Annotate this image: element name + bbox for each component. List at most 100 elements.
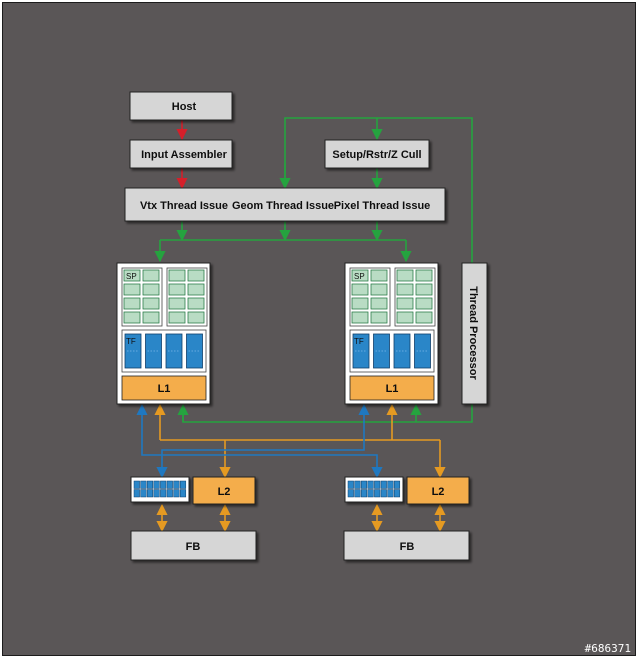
l2-box-right: L2 xyxy=(406,476,470,505)
texture-cache-cell xyxy=(360,489,368,498)
texture-cache-cell xyxy=(166,480,173,489)
texture-cache-cell xyxy=(374,480,381,489)
texture-cache-cell xyxy=(387,480,394,489)
texture-cache-cell xyxy=(133,489,140,498)
texture-cache-cell xyxy=(347,480,354,489)
sp-cell xyxy=(142,269,160,282)
tf-group-right xyxy=(349,329,435,373)
texture-cache-cell xyxy=(380,480,387,489)
sp-cell xyxy=(168,269,186,282)
texture-cache-cell xyxy=(380,489,387,498)
texture-caches xyxy=(130,476,404,503)
sp-cell xyxy=(351,283,369,296)
sp-label: SP xyxy=(354,272,365,281)
sp-cell xyxy=(187,283,205,296)
texture-cache-cell xyxy=(160,480,167,489)
thread-issue-box: Vtx Thread Issue Geom Thread Issue Pixel… xyxy=(124,187,446,222)
sp-cell xyxy=(168,311,186,324)
tf-label: TF xyxy=(126,337,136,346)
host-box: Host xyxy=(129,91,233,121)
thread-processor-box: Thread Processor xyxy=(461,262,488,405)
texture-cache-cell xyxy=(140,480,147,489)
fb-box-left: FB xyxy=(130,530,257,561)
pixel-thread-issue-label: Pixel Thread Issue xyxy=(334,200,431,212)
sp-cell xyxy=(415,283,433,296)
cluster-left: SP TF L1 xyxy=(116,262,211,405)
sp-group-right-a xyxy=(349,267,391,327)
texture-cache-cell xyxy=(354,489,361,498)
sp-cell xyxy=(168,297,186,310)
sp-cell xyxy=(351,311,369,324)
texture-cache-cell xyxy=(347,489,354,498)
texture-cache-cell xyxy=(179,480,187,489)
sp-group-left-b xyxy=(166,267,208,327)
texture-cache-cell xyxy=(367,489,374,498)
sp-cell xyxy=(123,311,141,324)
sp-cell xyxy=(142,297,160,310)
sp-cell xyxy=(168,283,186,296)
texture-cache-cell xyxy=(153,489,160,498)
sp-label: SP xyxy=(126,272,137,281)
texture-cache-cell xyxy=(153,480,160,489)
setup-label: Setup/Rstr/Z Cull xyxy=(332,149,421,161)
sp-cell xyxy=(187,297,205,310)
texture-cache-cell xyxy=(166,489,173,498)
sp-cell xyxy=(396,311,414,324)
sp-cell xyxy=(351,269,369,282)
blue-line-right xyxy=(161,407,365,477)
texture-cache-cell xyxy=(146,489,154,498)
texture-cache-left xyxy=(130,476,190,503)
texture-cache-cell xyxy=(133,480,140,489)
l2-label-right: L2 xyxy=(432,486,445,498)
host-label: Host xyxy=(172,101,197,113)
setup-box: Setup/Rstr/Z Cull xyxy=(324,139,430,169)
l1-label: L1 xyxy=(386,383,399,395)
sp-cell xyxy=(415,311,433,324)
texture-cache-cell xyxy=(387,489,394,498)
texture-cache-cell xyxy=(173,480,180,489)
sp-cell xyxy=(123,283,141,296)
green-connectors xyxy=(154,117,473,423)
texture-cache-cell xyxy=(393,489,401,498)
sp-cell xyxy=(370,311,388,324)
sp-cell xyxy=(370,269,388,282)
sp-cell xyxy=(396,269,414,282)
texture-cache-cell xyxy=(173,489,180,498)
feedback-line-top xyxy=(284,117,473,263)
blue-connectors xyxy=(136,403,383,479)
watermark: #686371 xyxy=(585,642,631,655)
input-assembler-box: Input Assembler xyxy=(129,139,233,169)
fb-box-right: FB xyxy=(343,530,470,561)
geom-thread-issue-label: Geom Thread Issue xyxy=(232,200,334,212)
thread-processor-label: Thread Processor xyxy=(467,286,479,380)
texture-cache-cell xyxy=(160,489,167,498)
return-line-bottom xyxy=(182,404,473,423)
l1-cache-right: L1 xyxy=(349,375,435,401)
sp-cell xyxy=(415,269,433,282)
texture-cache-cell xyxy=(146,480,154,489)
texture-cache-cell xyxy=(393,480,401,489)
l2-label-left: L2 xyxy=(218,486,231,498)
texture-cache-cell xyxy=(354,480,361,489)
sp-cell xyxy=(123,269,141,282)
fb-label-right: FB xyxy=(400,541,415,553)
input-assembler-label: Input Assembler xyxy=(141,149,227,161)
sp-group-right-b xyxy=(394,267,436,327)
cluster-right: SP TF L1 xyxy=(344,262,439,405)
sp-cell xyxy=(370,297,388,310)
fb-label-left: FB xyxy=(186,541,201,553)
tf-label: TF xyxy=(354,337,364,346)
sp-cell xyxy=(123,297,141,310)
sp-cell xyxy=(351,297,369,310)
l1-cache-left: L1 xyxy=(121,375,207,401)
sp-cell xyxy=(142,283,160,296)
texture-cache-right xyxy=(344,476,404,503)
texture-cache-cell xyxy=(360,480,368,489)
sp-cell xyxy=(142,311,160,324)
vtx-thread-issue-label: Vtx Thread Issue xyxy=(140,200,228,212)
sp-cell xyxy=(370,283,388,296)
gpu-architecture-diagram: Host Input Assembler Setup/Rstr/Z Cull V… xyxy=(116,91,631,655)
l2-box-left: L2 xyxy=(192,476,256,505)
processor-clusters: SP TF L1 SP TF L1 xyxy=(116,262,439,405)
